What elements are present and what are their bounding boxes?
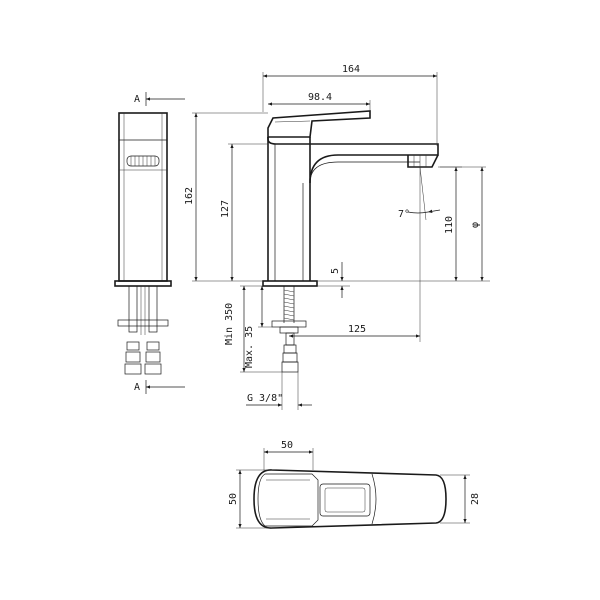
top-lever-grip: [319, 483, 371, 517]
dim-projection: 125: [348, 324, 366, 335]
dim-base-thickness: 5: [330, 268, 341, 274]
dim-top-depth: 50: [228, 493, 239, 505]
front-fixing-plate: [271, 320, 307, 328]
dim-thread: G 3/8": [247, 393, 283, 404]
side-connector-left: [124, 363, 142, 375]
side-nut-right: [146, 341, 160, 351]
dim-total-width: 164: [342, 64, 360, 75]
dim-spout-angle: 7°: [398, 209, 410, 220]
dim-spout-depth: 28: [470, 493, 481, 505]
front-spout-nozzle: [407, 154, 439, 168]
dim-phi: φ: [470, 222, 481, 228]
side-hose-left: [128, 285, 138, 333]
dim-top-width: 50: [281, 440, 293, 451]
dim-max-thickness: Max. 35: [244, 326, 255, 368]
side-base: [114, 280, 172, 287]
side-connector-right: [144, 363, 162, 375]
dimension-lines: 164 98.4 162 127 5 110 φ 7°: [184, 64, 490, 410]
front-hose: [285, 332, 295, 346]
front-connector: [282, 352, 298, 363]
dim-lever-length: 98.4: [308, 92, 332, 103]
front-base: [262, 280, 318, 287]
front-body: [267, 137, 311, 281]
front-lever-handle: [267, 110, 371, 138]
dim-min-length: Min 350: [224, 303, 235, 345]
side-hose-right: [148, 285, 158, 333]
dim-body-height: 127: [220, 200, 231, 218]
side-body-outline: [118, 112, 168, 282]
section-mark-top: A: [134, 94, 140, 105]
front-spout-outline: [267, 137, 439, 184]
top-body-outline: [253, 469, 447, 529]
dim-spout-height: 110: [444, 216, 455, 234]
side-view: A A: [114, 92, 185, 394]
top-view: 50 50 28: [228, 440, 481, 529]
side-nut-left: [126, 341, 140, 351]
top-lever-outline: [257, 473, 319, 527]
section-mark-bottom: A: [134, 382, 140, 393]
side-fixing-plate: [117, 319, 169, 327]
dim-total-height: 162: [184, 187, 195, 205]
